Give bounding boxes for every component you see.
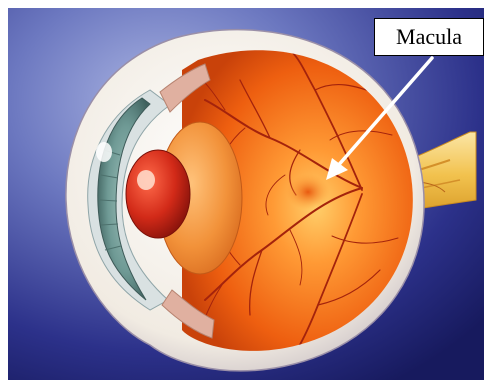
macula-label: Macula: [396, 26, 462, 48]
pupil: [126, 150, 190, 238]
cornea-highlight: [96, 142, 112, 162]
macula-label-box: Macula: [374, 18, 484, 56]
macula-spot: [286, 174, 330, 210]
